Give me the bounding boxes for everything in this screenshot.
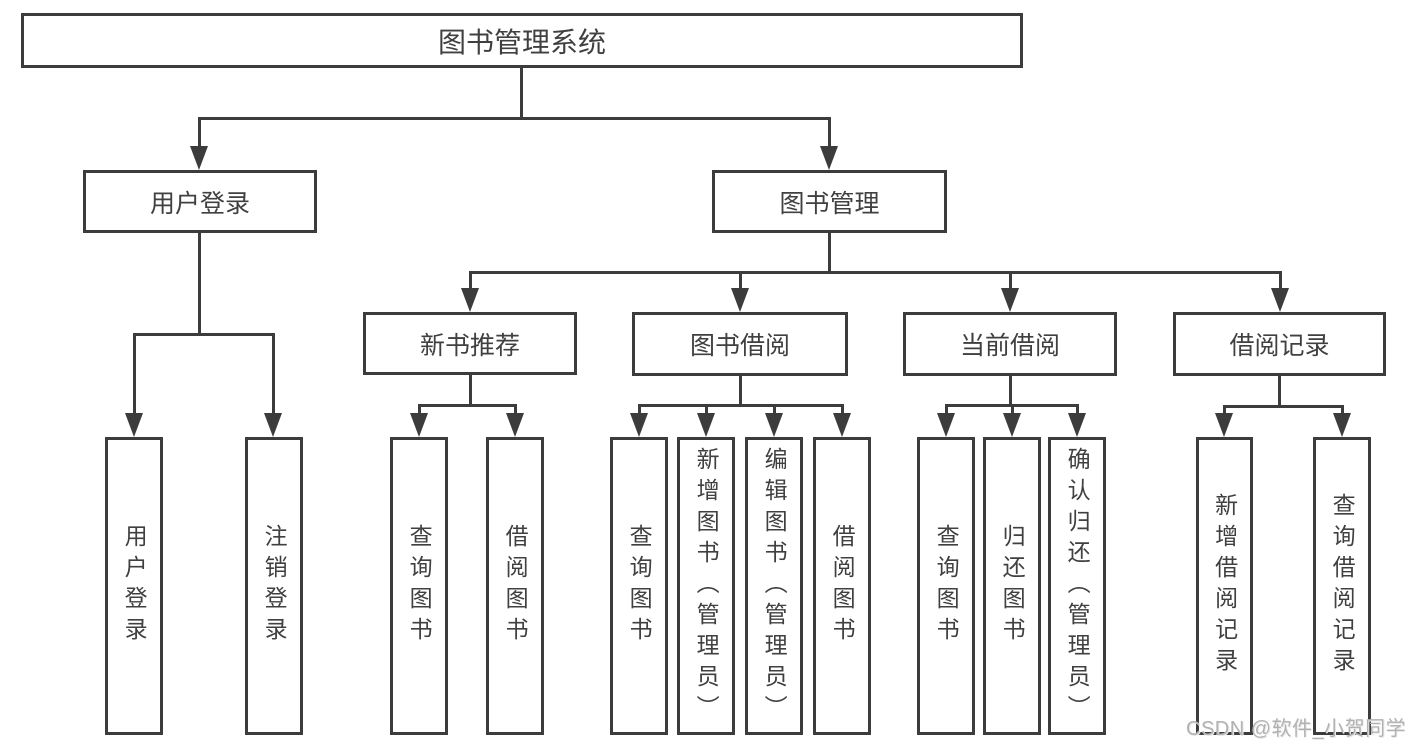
node-borrow-records-label: 借阅记录 [1229, 332, 1330, 360]
edge-user-login-stem [198, 231, 201, 335]
node-leaf-bb-borrow-books-label: 借阅图书 [829, 524, 856, 648]
edge-to-bb-query-line [638, 404, 641, 414]
edge-to-user-login-line [198, 117, 201, 148]
edge-borrow-records-stem [1278, 374, 1281, 407]
node-leaf-cb-confirm-return-admin: 确认归还（管理员） [1048, 437, 1106, 735]
node-leaf-cb-query-books-label: 查询图书 [933, 524, 960, 648]
node-leaf-bb-edit-books-admin-label: 编辑图书（管理员） [761, 446, 788, 726]
edge-to-bb-query-arrow [630, 413, 648, 437]
edge-book-mgmt-stem [828, 231, 831, 273]
edge-to-current-borrow-arrow [1001, 288, 1019, 312]
edge-to-book-borrow-line [739, 271, 742, 290]
node-root: 图书管理系统 [21, 13, 1023, 68]
edge-user-login-hbar [133, 333, 274, 336]
node-leaf-bb-query-books: 查询图书 [610, 437, 668, 735]
node-new-books-label: 新书推荐 [419, 331, 520, 360]
edge-to-user-login-arrow [190, 146, 208, 170]
edge-to-borrow-records-arrow [1271, 288, 1289, 312]
edge-to-new-books-line [469, 271, 472, 290]
edge-to-new-books-arrow [461, 288, 479, 312]
node-leaf-user-login: 用户登录 [105, 437, 163, 735]
edge-to-login-line [133, 333, 136, 413]
node-leaf-br-query-record: 查询借阅记录 [1313, 437, 1371, 735]
node-leaf-cb-confirm-return-admin-label: 确认归还（管理员） [1064, 446, 1091, 726]
node-leaf-nb-query-books-label: 查询图书 [406, 524, 433, 648]
node-leaf-br-add-record-label: 新增借阅记录 [1211, 493, 1238, 679]
edge-root-stem [520, 66, 523, 118]
node-leaf-nb-borrow-books-label: 借阅图书 [502, 524, 529, 648]
edge-to-book-borrow-arrow [731, 288, 749, 312]
edge-to-logout-arrow [264, 413, 282, 437]
edge-to-book-mgmt-line [828, 117, 831, 148]
csdn-watermark: CSDN @软件_小贺同学 [1186, 718, 1405, 740]
node-borrow-records: 借阅记录 [1173, 312, 1386, 376]
node-book-borrow: 图书借阅 [632, 312, 848, 376]
edge-to-cb-query-arrow [937, 413, 955, 437]
edge-root-hbar [198, 117, 830, 120]
edge-new-books-hbar [418, 404, 516, 407]
node-leaf-logout: 注销登录 [245, 437, 303, 735]
node-user-login: 用户登录 [83, 170, 317, 233]
edge-to-book-mgmt-arrow [820, 146, 838, 170]
edge-to-cb-return-line [1011, 404, 1014, 414]
edge-to-nb-borrow-arrow [506, 413, 524, 437]
node-current-borrow: 当前借阅 [903, 312, 1117, 376]
edge-to-br-query-line [1341, 405, 1344, 414]
node-user-login-label: 用户登录 [149, 189, 250, 218]
edge-new-books-stem [469, 373, 472, 406]
node-new-books: 新书推荐 [363, 312, 577, 375]
edge-to-bb-add-arrow [697, 413, 715, 437]
node-leaf-cb-return-books-label: 归还图书 [999, 524, 1026, 648]
edge-to-borrow-records-line [1279, 271, 1282, 290]
node-book-mgmt-label: 图书管理 [779, 189, 880, 218]
node-book-borrow-label: 图书借阅 [689, 332, 790, 360]
edge-current-borrow-stem [1009, 374, 1012, 406]
edge-to-br-add-line [1223, 405, 1226, 414]
node-leaf-br-query-record-label: 查询借阅记录 [1329, 493, 1356, 679]
edge-to-br-add-arrow [1215, 413, 1233, 437]
edge-to-logout-line [272, 333, 275, 413]
edge-to-br-query-arrow [1333, 413, 1351, 437]
edge-to-bb-edit-arrow [765, 413, 783, 437]
edge-book-borrow-stem [739, 374, 742, 406]
edge-to-login-arrow [125, 413, 143, 437]
node-leaf-bb-add-books-admin: 新增图书（管理员） [677, 437, 735, 735]
node-leaf-bb-borrow-books: 借阅图书 [813, 437, 871, 735]
node-leaf-bb-edit-books-admin: 编辑图书（管理员） [745, 437, 803, 735]
node-current-borrow-label: 当前借阅 [959, 332, 1060, 360]
edge-to-bb-borrow-line [841, 404, 844, 414]
edge-to-bb-borrow-arrow [833, 413, 851, 437]
node-leaf-logout-label: 注销登录 [261, 524, 288, 648]
edge-to-bb-add-line [705, 404, 708, 414]
node-leaf-user-login-label: 用户登录 [121, 524, 148, 648]
node-leaf-nb-query-books: 查询图书 [390, 437, 448, 735]
edge-to-nb-query-line [418, 404, 421, 414]
edge-to-cb-confirm-line [1076, 404, 1079, 414]
node-leaf-br-add-record: 新增借阅记录 [1196, 437, 1253, 735]
edge-to-nb-borrow-line [514, 404, 517, 414]
node-leaf-bb-query-books-label: 查询图书 [626, 524, 653, 648]
edge-to-cb-return-arrow [1003, 413, 1021, 437]
edge-to-cb-query-line [945, 404, 948, 414]
node-leaf-cb-query-books: 查询图书 [917, 437, 975, 735]
edge-book-borrow-hbar [638, 404, 843, 407]
edge-borrow-records-hbar [1223, 405, 1343, 408]
edge-to-bb-edit-line [773, 404, 776, 414]
edge-book-mgmt-hbar [469, 271, 1281, 274]
edge-to-current-borrow-line [1009, 271, 1012, 290]
node-leaf-nb-borrow-books: 借阅图书 [486, 437, 544, 735]
node-leaf-cb-return-books: 归还图书 [983, 437, 1041, 735]
node-root-label: 图书管理系统 [437, 26, 606, 58]
edge-to-nb-query-arrow [410, 413, 428, 437]
edge-to-cb-confirm-arrow [1068, 413, 1086, 437]
node-leaf-bb-add-books-admin-label: 新增图书（管理员） [693, 446, 720, 726]
node-book-mgmt: 图书管理 [712, 170, 947, 233]
